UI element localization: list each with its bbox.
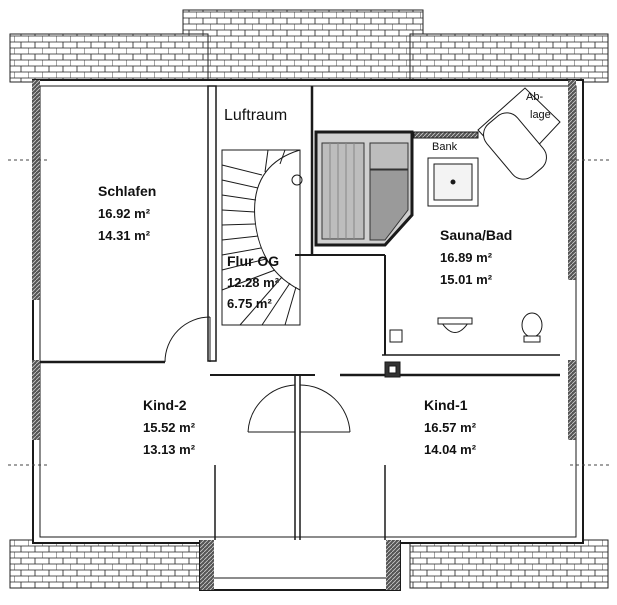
wall-hatch-left-low (32, 360, 40, 440)
sauna-cabin (314, 130, 414, 247)
room-area-sauna-2: 15.01 m² (440, 272, 493, 287)
room-area-flur-2: 6.75 m² (227, 296, 272, 311)
wall-hatch-left (32, 80, 40, 300)
room-area-kind2-2: 13.13 m² (143, 442, 196, 457)
room-name-schlafen: Schlafen (98, 183, 156, 199)
room-area-kind2-1: 15.52 m² (143, 420, 196, 435)
room-name-luftraum: Luftraum (224, 107, 287, 124)
label-ablage-1: Ab- (526, 91, 543, 103)
room-area-sauna-1: 16.89 m² (440, 250, 493, 265)
doors (164, 316, 351, 433)
wall-hatch-right-low (568, 360, 576, 440)
room-area-kind1-2: 14.04 m² (424, 442, 477, 457)
room-area-kind1-1: 16.57 m² (424, 420, 477, 435)
room-name-kind2: Kind-2 (143, 397, 187, 413)
bathroom-fixtures (384, 87, 561, 378)
room-name-kind1: Kind-1 (424, 397, 468, 413)
wall-hatch-right (568, 80, 576, 280)
room-name-sauna: Sauna/Bad (440, 227, 512, 243)
label-bank: Bank (432, 141, 458, 153)
room-area-flur-1: 12.28 m² (227, 275, 280, 290)
interior-walls (40, 85, 560, 540)
label-ablage-2: lage (530, 109, 551, 121)
roof-bottom (9, 539, 609, 589)
room-area-schlafen-2: 14.31 m² (98, 228, 151, 243)
room-area-schlafen-1: 16.92 m² (98, 206, 151, 221)
eaves-lines (8, 159, 612, 466)
bench (413, 131, 479, 139)
bay-windows (199, 540, 401, 591)
outer-walls (32, 79, 584, 544)
roof-top (9, 9, 609, 83)
staircase (221, 149, 303, 326)
room-name-flur: Flur OG (227, 253, 279, 269)
